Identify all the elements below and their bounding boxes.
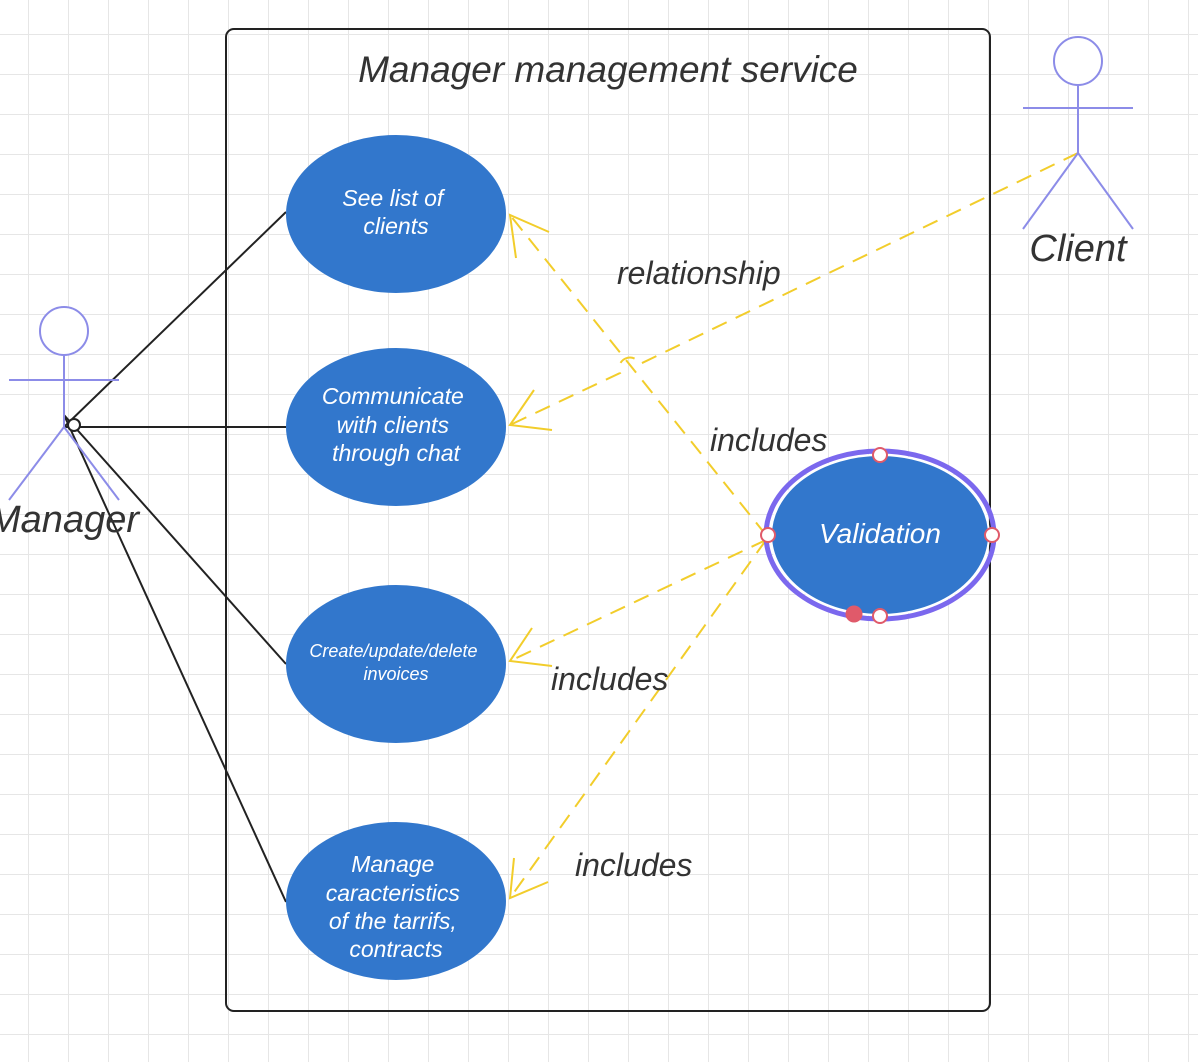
label-includes-see-list[interactable]: includes [710,422,827,458]
dependency-arrows [508,152,1079,900]
actor-client-name: Client [1029,228,1128,270]
connection-handle-right[interactable] [984,527,1000,543]
association-manage[interactable] [63,414,287,903]
use-case-manage-line: Manage [351,851,434,877]
use-case-manage-line: caracteristics [326,880,461,906]
association-invoices[interactable] [63,414,287,665]
use-case-see-list-line: clients [363,213,429,239]
svg-text:Validation: Validation [819,518,941,549]
use-case-invoices[interactable]: Create/update/delete invoices [286,585,506,743]
svg-text:Communicate with clients: Communicate with clients through chat [322,383,470,466]
relationship-communicate-line[interactable] [509,152,1079,426]
include-manage-arrowhead [508,857,549,900]
svg-text:See list of clients: See list of clients [342,185,449,239]
label-relationship[interactable]: relationship [617,255,781,291]
relationship-communicate-arrowhead [508,389,553,431]
use-case-see-list-line: See list of [342,185,446,211]
actor-client-right-leg [1077,152,1134,230]
use-case-validation[interactable]: Validation [760,447,1000,624]
actor-manager[interactable]: Manager [0,306,140,541]
use-case-manage-line: of the tarrifs, [329,908,457,934]
connection-handle-top[interactable] [872,447,888,463]
connection-handle-left[interactable] [760,527,776,543]
connection-handle-bottom[interactable] [872,608,888,624]
use-case-communicate-line: with clients [337,412,450,438]
svg-text:Manage caracteristics: Manage caracteristics of the tarrifs, co… [326,851,467,962]
actor-client-head [1053,36,1103,86]
association-junction [67,418,81,432]
use-case-communicate-line: Communicate [322,383,464,409]
use-case-manage-line: contracts [349,936,443,962]
svg-text:Create/update/delete inv: Create/update/delete invoices [309,641,482,684]
actor-client[interactable]: Client [1022,36,1134,270]
use-case-see-list[interactable]: See list of clients [286,135,506,293]
label-includes-invoices[interactable]: includes [551,661,668,697]
include-see-list-arrowhead [508,213,550,259]
use-case-validation-label: Validation [819,518,941,549]
label-includes-manage[interactable]: includes [575,847,692,883]
include-invoices-arrowhead [508,627,553,667]
use-case-communicate-line: through chat [332,440,461,466]
actor-client-left-leg [1022,152,1079,230]
manager-associations [63,211,287,903]
system-title: Manager management service [358,49,858,90]
use-case-communicate[interactable]: Communicate with clients through chat [286,348,506,506]
use-case-invoices-line: Create/update/delete [309,641,477,661]
include-invoices-line[interactable] [509,539,767,662]
use-case-invoices-line: invoices [363,664,428,684]
actor-manager-right-leg [63,426,120,501]
actor-manager-name: Manager [0,499,140,541]
include-manage-line[interactable] [509,539,767,899]
association-see-list[interactable] [63,211,287,428]
actor-manager-head [39,306,89,356]
include-see-list-line[interactable] [509,214,767,536]
use-case-manage[interactable]: Manage caracteristics of the tarrifs, co… [286,822,506,980]
actor-manager-left-leg [8,426,65,501]
rotation-handle[interactable] [845,605,863,623]
